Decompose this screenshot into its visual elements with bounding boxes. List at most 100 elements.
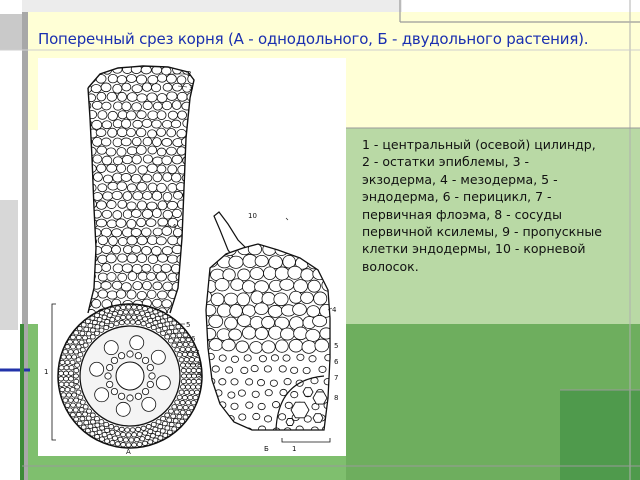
cortex-cell	[193, 191, 194, 202]
cortex-cell	[97, 110, 108, 120]
cortex-cell	[108, 236, 118, 246]
cortex-cell	[76, 127, 86, 136]
cortex-cell	[111, 190, 123, 200]
cortex-cell	[177, 164, 188, 175]
xylem-vessel	[302, 387, 314, 397]
parenchyma-cell	[258, 355, 267, 363]
pith-cell	[134, 352, 143, 360]
parenchyma-cell	[206, 425, 215, 430]
endoderm-cell	[183, 357, 190, 363]
endoderm-cell	[79, 416, 86, 422]
endoderm-cell	[73, 378, 80, 385]
cortex-cell	[136, 93, 148, 103]
endoderm-cell	[142, 430, 148, 436]
panel-b-dicot-root	[205, 211, 333, 443]
cortex-cell	[151, 119, 162, 129]
cortex-cell	[142, 100, 153, 110]
endoderm-cell	[160, 416, 166, 422]
cortex-cell	[167, 254, 179, 264]
cortex-cell	[145, 218, 157, 227]
endoderm-cell	[150, 324, 157, 331]
parenchyma-cell	[313, 291, 328, 306]
xylem-vessel	[115, 401, 131, 417]
xylem-vessel	[285, 418, 295, 426]
endoderm-cell	[187, 351, 194, 357]
parenchyma-cell	[238, 413, 247, 421]
endoderm-cell	[82, 404, 89, 410]
parenchyma-cell	[314, 338, 330, 353]
parenchyma-cell	[230, 355, 239, 363]
cortex-cell	[102, 174, 113, 184]
endoderm-cell	[136, 305, 143, 311]
endoderm-cell	[176, 414, 183, 420]
pith-cell	[106, 380, 114, 389]
parenchyma-cell	[324, 354, 330, 362]
cortex-cell	[101, 262, 112, 272]
parenchyma-cell	[261, 340, 276, 354]
parenchyma-cell	[211, 365, 220, 373]
cortex-cell	[96, 163, 107, 173]
cortex-cell	[152, 172, 163, 183]
cortex-cell	[112, 156, 123, 166]
endoderm-cell	[80, 322, 87, 328]
cortex-cell	[146, 289, 157, 300]
endoderm-cell	[194, 389, 200, 395]
cortex-cell	[135, 127, 147, 138]
endoderm-cell	[147, 318, 154, 324]
parenchyma-cell	[249, 341, 263, 354]
endoderm-cell	[109, 429, 116, 435]
parenchyma-cell	[230, 378, 239, 386]
parenchyma-cell	[237, 314, 252, 327]
parenchyma-cell	[258, 425, 267, 430]
endoderm-cell	[162, 325, 168, 332]
panel-a-labels: 1 2 3 4 5 6 7 8 9 А	[44, 70, 201, 456]
cortex-cell	[107, 110, 118, 121]
parenchyma-cell	[245, 378, 254, 386]
legend-text: 1 - центральный (осевой) цилиндр, 2 - ос…	[362, 137, 602, 274]
cortex-cell	[182, 262, 193, 272]
cortex-cell	[176, 254, 188, 265]
cortex-cell	[121, 155, 133, 165]
cortex-cell	[101, 209, 113, 219]
endoderm-cell	[99, 436, 105, 442]
endoderm-cell	[182, 414, 189, 420]
endoderm-cell	[133, 437, 140, 443]
cortex-cell	[155, 236, 167, 246]
xylem-vessel	[150, 349, 166, 365]
cortex-cell	[77, 165, 86, 173]
endoderm-cell	[136, 315, 143, 321]
cortex-cell	[147, 74, 159, 85]
endoderm-cell	[185, 362, 191, 368]
endoderm-cell	[118, 320, 125, 326]
cortex-cell	[96, 145, 107, 155]
parenchyma-cell	[240, 366, 249, 374]
endoderm-cell	[94, 422, 101, 428]
endoderm-cell	[185, 409, 192, 416]
cortex-cell	[182, 209, 193, 220]
endoderm-cell	[120, 314, 126, 321]
cortex-cell	[101, 155, 113, 166]
endoderm-cell	[60, 354, 67, 360]
cortex-cell	[162, 82, 173, 92]
label-b-4: 4	[332, 306, 337, 314]
cortex-cell	[192, 227, 194, 236]
endoderm-cell	[89, 431, 96, 437]
cortex-cell	[141, 209, 154, 219]
endoderm-cell	[196, 373, 202, 379]
endoderm-cell	[175, 422, 182, 428]
panel-a-monocot-root	[51, 65, 203, 449]
cortex-cell	[127, 271, 138, 282]
cortex-cell	[91, 246, 103, 255]
endoderm-cell	[83, 326, 90, 332]
parenchyma-cell	[292, 303, 307, 316]
cortex-cell	[88, 244, 92, 254]
endoderm-cell	[99, 425, 106, 431]
endoderm-cell	[77, 394, 84, 400]
endoderm-cell	[63, 365, 70, 371]
cortex-cell	[157, 217, 169, 227]
endoderm-cell	[67, 349, 74, 355]
endoderm-cell	[128, 309, 135, 315]
pith-cell	[126, 350, 134, 358]
endoderm-cell	[73, 330, 80, 336]
cortex-cell	[157, 200, 168, 211]
